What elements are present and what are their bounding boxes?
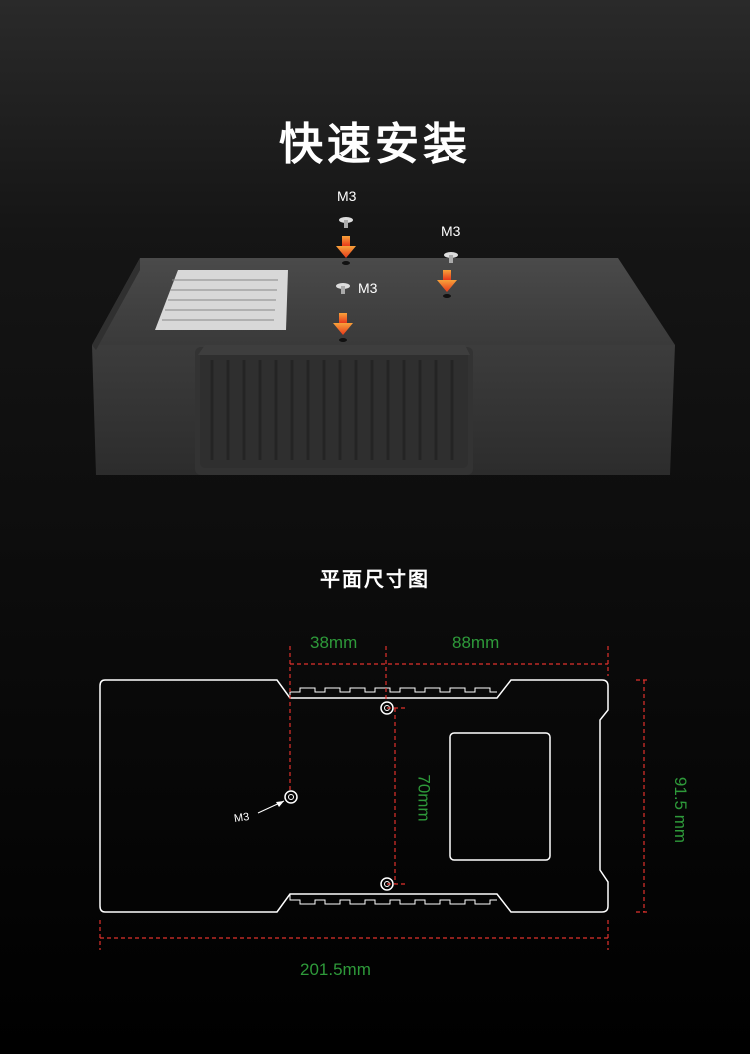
screw-icon (339, 217, 353, 228)
dimension-91-5mm: 91.5 mm (671, 776, 691, 844)
screw-label-m3: M3 (441, 223, 461, 239)
screw-hole (342, 261, 350, 265)
dimension-38mm: 38mm (310, 633, 358, 652)
down-arrow-icon (333, 313, 353, 335)
plan-title: 平面尺寸图 (320, 567, 430, 591)
screw-label-m3: M3 (337, 188, 357, 204)
drawing-label-m3: M3 (233, 810, 251, 826)
screw-hole (339, 338, 347, 342)
window-rect (449, 732, 551, 861)
screw-icon (336, 283, 350, 294)
dimension-70mm: 70mm (414, 774, 434, 822)
plan-dimension-drawing (0, 620, 750, 1020)
battery-product-render (0, 180, 750, 500)
page-title: 快速安装 (279, 119, 471, 170)
mount-hole-icon (284, 790, 298, 804)
outline-shape (99, 679, 609, 913)
screw-icon (444, 252, 458, 263)
dimension-88mm: 88mm (452, 633, 500, 652)
screw-hole (443, 294, 451, 298)
down-arrow-icon (336, 236, 356, 258)
down-arrow-icon (437, 270, 457, 292)
dimension-201-5mm: 201.5mm (300, 960, 371, 979)
screw-label-m3: M3 (358, 280, 378, 296)
